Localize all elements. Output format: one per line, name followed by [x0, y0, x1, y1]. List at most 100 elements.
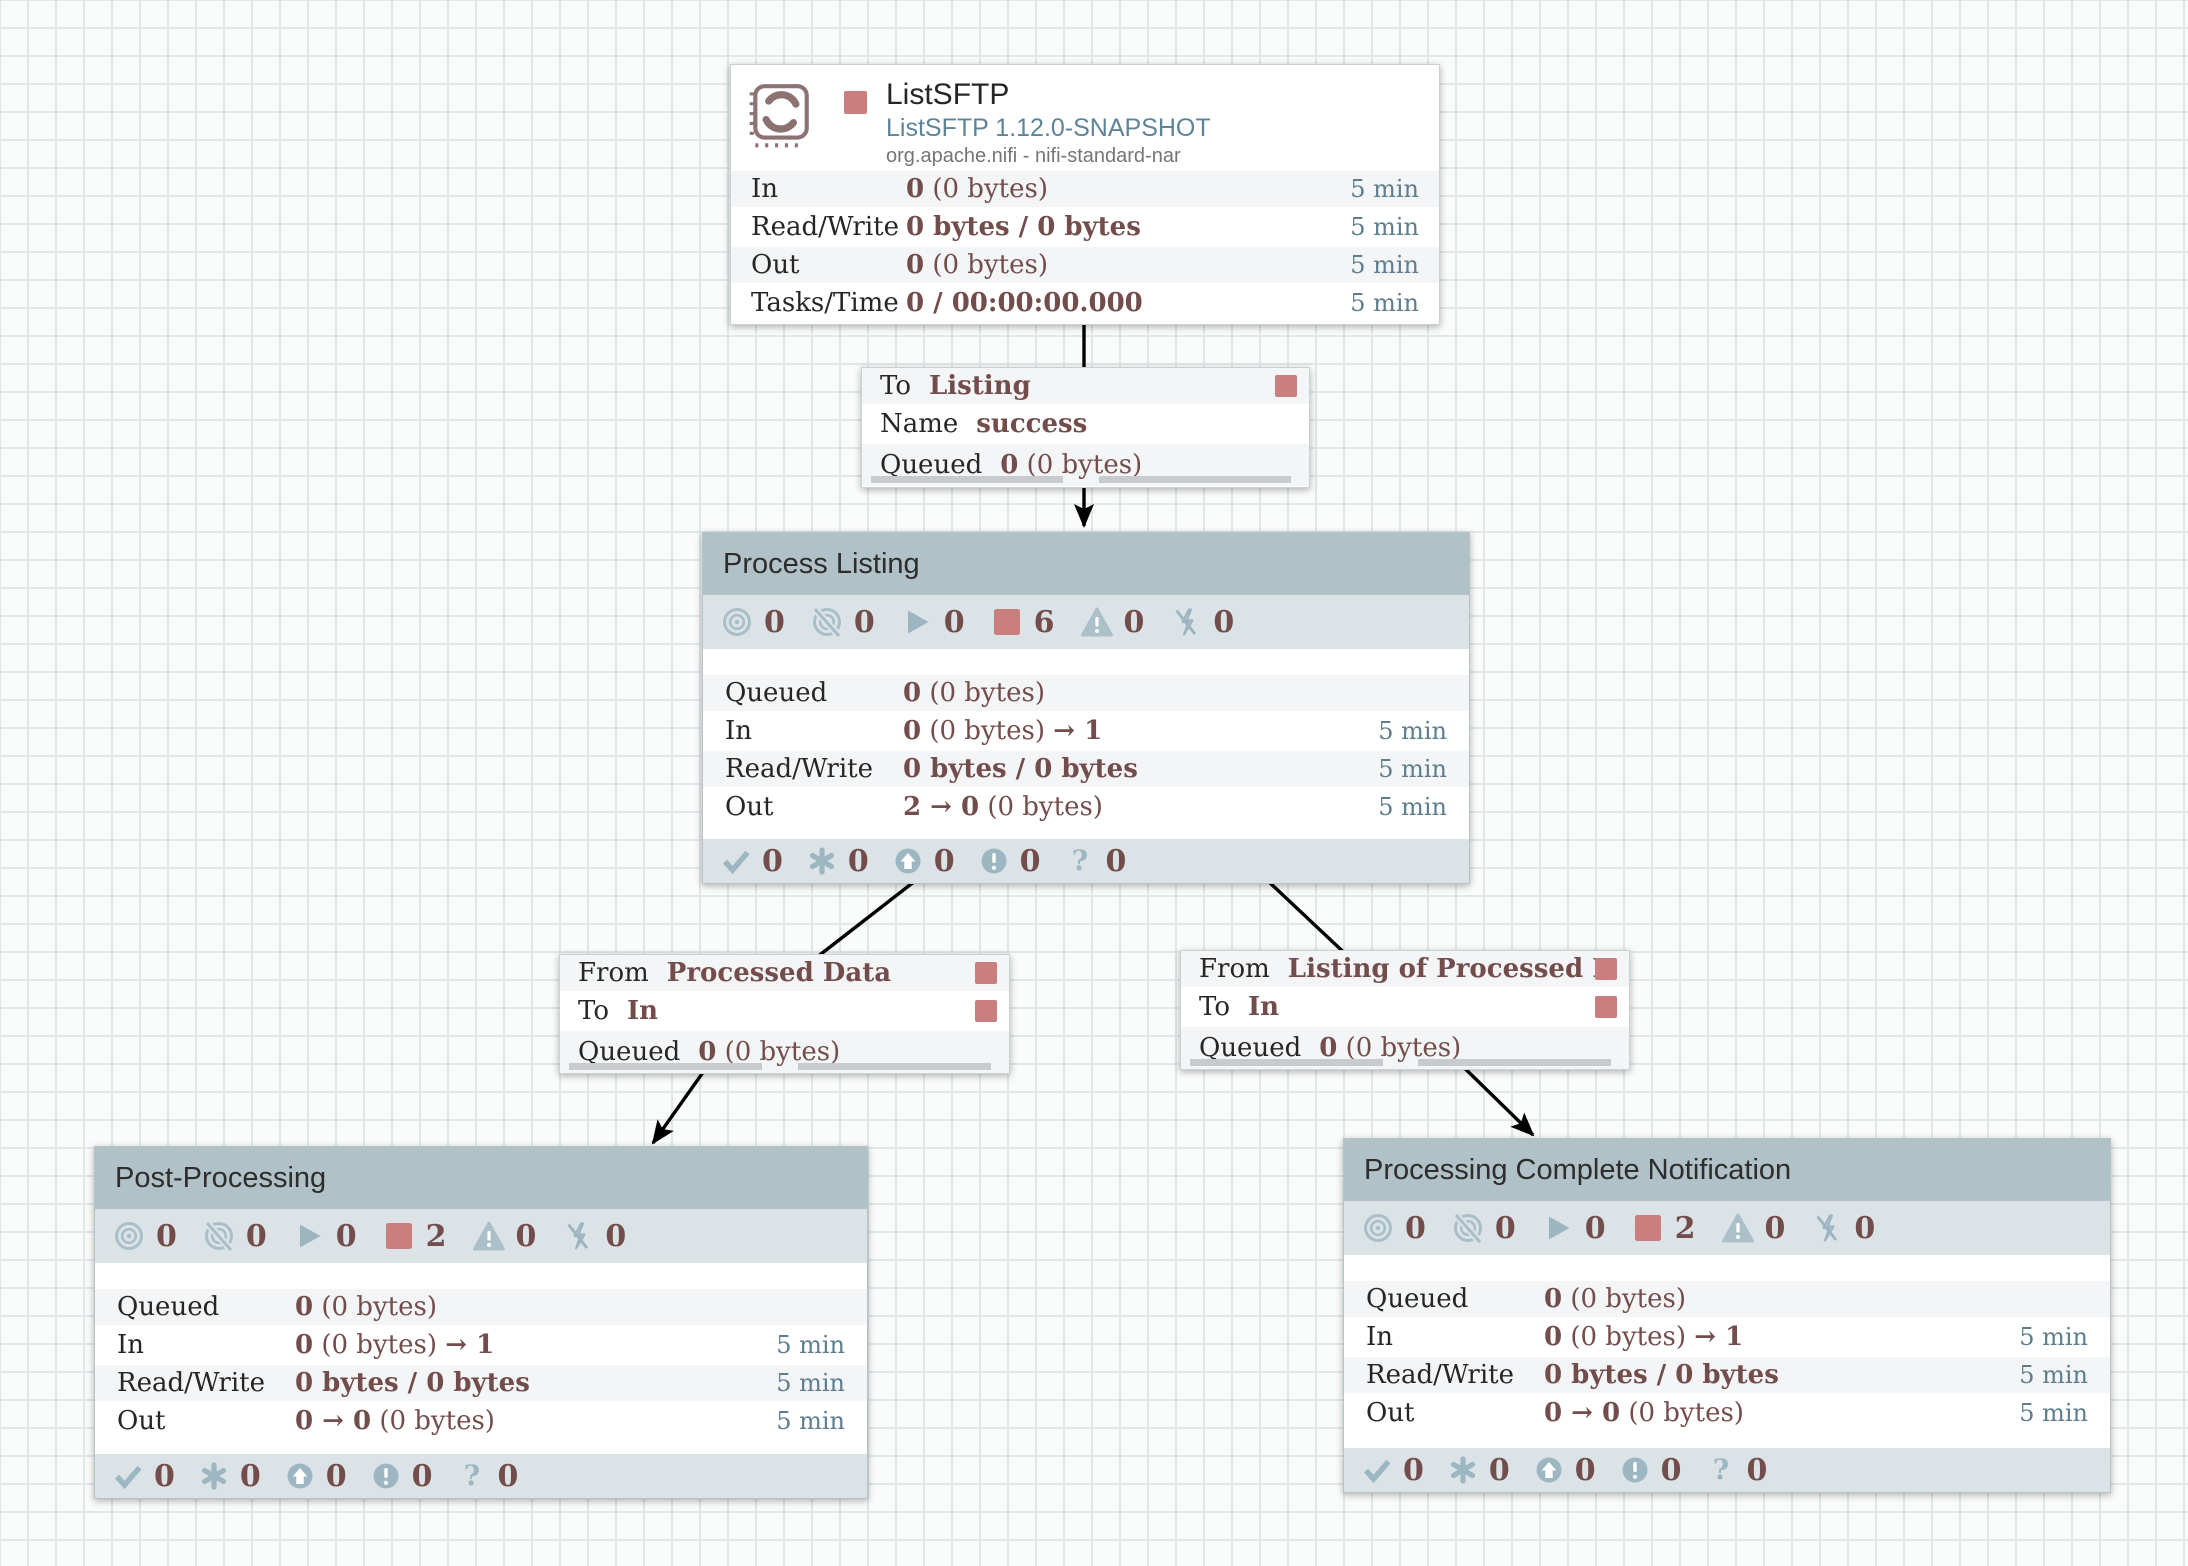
endpoint-stopped-icon — [975, 962, 997, 984]
badge-invalid: 0 — [1080, 604, 1145, 640]
badge-count: 0 — [1574, 1452, 1596, 1488]
stat-time-window: 5 min — [1350, 289, 1419, 317]
badge-stopped: 6 — [991, 605, 1055, 640]
badge-count: 0 — [1123, 604, 1145, 640]
badge-count: 0 — [1854, 1210, 1876, 1246]
stat-value: 0 (0 bytes) — [903, 678, 1045, 708]
connection-queued-row: Queued 0 (0 bytes) — [560, 1029, 1009, 1073]
connection-row-value: success — [976, 409, 1088, 439]
badge-count: 0 — [853, 604, 875, 640]
stat-row-tasks-time: Tasks/Time 0 / 00:00:00.000 5 min — [731, 283, 1439, 321]
badge-count: 0 — [933, 843, 955, 879]
locally-modified-icon — [809, 847, 834, 875]
process-group-processing-complete-notification[interactable]: Processing Complete Notification 0 0 — [1343, 1138, 2111, 1493]
version-state-badges: 0 0 0 — [703, 839, 1469, 883]
badge-count: 0 — [239, 1458, 261, 1494]
version-state-badges: 0 0 0 — [95, 1454, 867, 1498]
process-group-header: Post-Processing — [95, 1147, 867, 1209]
stale-icon — [895, 848, 921, 874]
badge-count: 0 — [943, 604, 965, 640]
stat-row-out: Out 0 → 0 (0 bytes) 5 min — [95, 1401, 867, 1439]
process-group-stats-table: Queued 0 (0 bytes) In 0 (0 bytes) → 1 5 … — [95, 1287, 867, 1439]
stat-time-window: 5 min — [1378, 717, 1447, 745]
svg-text:?: ? — [1712, 1455, 1728, 1485]
badge-up-to-date: 0 — [1362, 1453, 1424, 1488]
badge-count: 0 — [1746, 1452, 1768, 1488]
stat-label: In — [725, 716, 753, 746]
stat-label: Tasks/Time — [751, 288, 899, 318]
badge-locally-modified: 0 — [807, 844, 869, 879]
stat-row-queued: Queued 0 (0 bytes) — [1344, 1279, 2110, 1317]
sync-failure-icon: ? — [1071, 846, 1087, 876]
connection-label-processed-data[interactable]: From Processed Data To In Queued 0 (0 by… — [559, 954, 1010, 1074]
processor-listsftp[interactable]: ListSFTP ListSFTP 1.12.0-SNAPSHOT org.ap… — [730, 64, 1440, 325]
process-group-post-processing[interactable]: Post-Processing 0 0 — [94, 1146, 868, 1499]
stat-value: 2 → 0 (0 bytes) — [903, 792, 1103, 822]
badge-count: 2 — [1674, 1210, 1696, 1246]
process-group-process-listing[interactable]: Process Listing 0 0 — [702, 532, 1470, 884]
connection-row-value: In — [1247, 992, 1280, 1022]
stat-label: Queued — [725, 678, 828, 708]
badge-invalid: 0 — [1721, 1211, 1785, 1246]
badge-count: 0 — [325, 1458, 347, 1494]
connection-label-listing-of-processed-data[interactable]: From Listing of Processed D... To In Que… — [1180, 950, 1630, 1070]
badge-transmitting: 0 — [113, 1219, 177, 1254]
badge-count: 0 — [515, 1218, 537, 1254]
stat-label: Read/Write — [725, 754, 874, 784]
up-to-date-icon — [722, 850, 750, 875]
process-group-header: Processing Complete Notification — [1344, 1139, 2110, 1201]
stat-label: In — [1366, 1322, 1394, 1352]
badge-disabled: 0 — [562, 1219, 626, 1254]
badge-sync-failure: ? 0 — [1065, 844, 1126, 879]
queue-size-bar — [797, 1063, 992, 1070]
stat-row-read-write: Read/Write 0 bytes / 0 bytes 5 min — [95, 1363, 867, 1401]
version-state-badges: 0 0 0 — [1344, 1448, 2110, 1492]
sync-failure-icon: ? — [463, 1461, 479, 1491]
connection-row-value: Listing — [928, 371, 1031, 401]
stat-time-window: 5 min — [2019, 1399, 2088, 1427]
stat-value: 0 (0 bytes) — [1544, 1284, 1686, 1314]
badge-running: 0 — [901, 605, 965, 640]
badge-count: 0 — [411, 1458, 433, 1494]
component-state-badges: 0 0 0 6 — [703, 595, 1469, 649]
locally-modified-icon — [201, 1462, 226, 1490]
badge-count: 0 — [764, 604, 785, 640]
stat-row-read-write: Read/Write 0 bytes / 0 bytes 5 min — [731, 207, 1439, 245]
connection-endpoint-row: To Listing — [862, 368, 1309, 404]
processor-header: ListSFTP ListSFTP 1.12.0-SNAPSHOT org.ap… — [731, 65, 1439, 169]
badge-locally-modified: 0 — [199, 1459, 261, 1494]
badge-count: 0 — [1405, 1210, 1426, 1246]
connection-row-label: Name — [880, 409, 959, 439]
up-to-date-icon — [114, 1465, 142, 1490]
locally-modified-stale-icon — [1622, 1457, 1648, 1483]
running-icon — [907, 610, 929, 634]
invalid-icon — [1721, 1213, 1754, 1243]
queue-progress-bars — [862, 476, 1309, 483]
badge-up-to-date: 0 — [721, 844, 783, 879]
badge-count: 0 — [762, 843, 783, 879]
stat-value: 0 (0 bytes) — [906, 250, 1048, 280]
stat-row-out: Out 0 → 0 (0 bytes) 5 min — [1344, 1393, 2110, 1431]
stopped-icon — [1634, 1215, 1661, 1241]
badge-count: 0 — [497, 1458, 519, 1494]
stat-value: 0 (0 bytes) → 1 — [1544, 1322, 1744, 1352]
transmitting-icon — [115, 1222, 143, 1250]
stat-row-in: In 0 (0 bytes) → 1 5 min — [95, 1325, 867, 1363]
stat-time-window: 5 min — [1350, 175, 1419, 203]
badge-up-to-date: 0 — [113, 1459, 175, 1494]
connection-label-to-listing[interactable]: To Listing Name success Queued 0 (0 byte… — [861, 367, 1310, 488]
badge-count: 6 — [1033, 604, 1055, 640]
stat-value: 0 → 0 (0 bytes) — [1544, 1398, 1744, 1428]
stat-label: In — [117, 1330, 145, 1360]
queued-value: 0 (0 bytes) — [1319, 1033, 1462, 1063]
stat-row-out: Out 0 (0 bytes) 5 min — [731, 245, 1439, 283]
endpoint-stopped-icon — [1275, 375, 1297, 397]
processor-title: ListSFTP — [886, 78, 1010, 111]
component-state-badges: 0 0 0 2 — [1344, 1201, 2110, 1255]
invalid-icon — [472, 1221, 505, 1251]
svg-text:?: ? — [463, 1461, 479, 1491]
queue-progress-bars — [560, 1063, 1009, 1070]
up-to-date-icon — [1363, 1459, 1391, 1484]
process-group-title: Processing Complete Notification — [1364, 1154, 1792, 1186]
